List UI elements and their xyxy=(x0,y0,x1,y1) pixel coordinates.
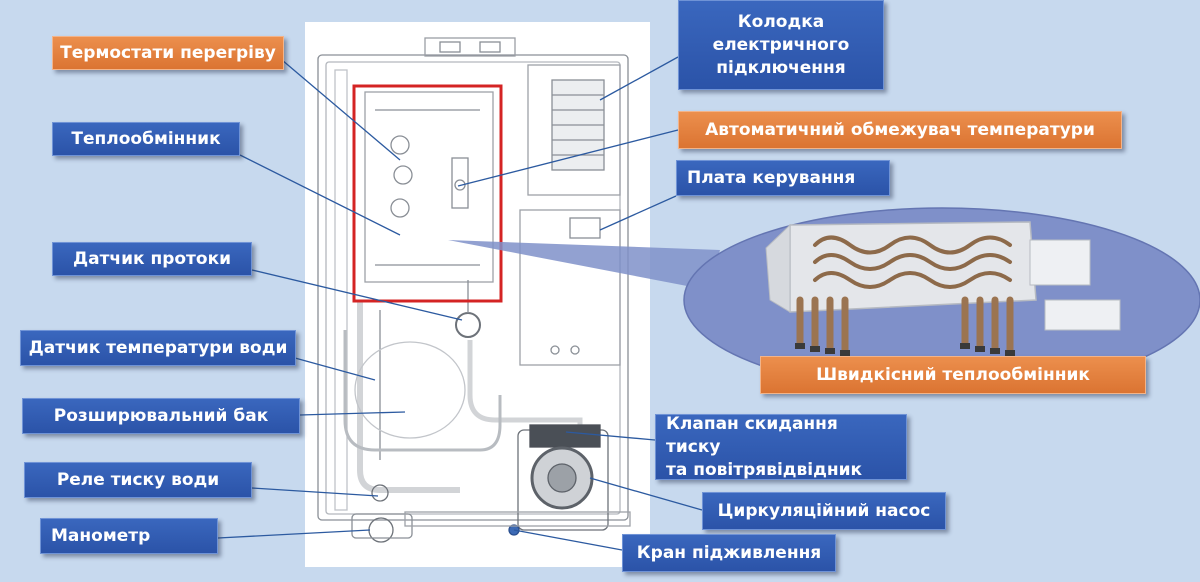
terminal-block-line-1: Колодка xyxy=(737,11,825,32)
label-relief-valve: Клапан скидання тиску та повітрявідвідни… xyxy=(655,414,907,480)
label-pressure-relay: Реле тиску води xyxy=(24,462,252,498)
label-heat-exchanger: Теплообмінник xyxy=(52,122,240,156)
label-control-board: Плата керування xyxy=(676,160,890,196)
relief-valve-line-2: та повітрявідвідник xyxy=(666,459,863,480)
leader-lines xyxy=(217,56,703,551)
label-flow-sensor: Датчик протоки xyxy=(52,242,252,276)
callout-tail xyxy=(448,240,720,290)
label-terminal-block: Колодка електричного підключення xyxy=(678,0,884,90)
label-expansion-tank: Розширювальний бак xyxy=(22,398,300,434)
label-fill-valve: Кран підживлення xyxy=(622,534,836,572)
label-circulation-pump: Циркуляційний насос xyxy=(702,492,946,530)
terminal-block-line-3: підключення xyxy=(716,57,846,78)
label-manometer: Манометр xyxy=(40,518,218,554)
fast-heat-exchanger-illustration xyxy=(765,221,1121,356)
terminal-block-line-2: електричного xyxy=(712,34,850,55)
label-temp-limiter: Автоматичний обмежувач температури xyxy=(678,111,1122,149)
label-fast-heat-exchanger: Швидкісний теплообмінник xyxy=(760,356,1146,394)
heat-exchanger-highlight xyxy=(352,84,503,303)
label-overheat-thermostats: Термостати перегріву xyxy=(52,36,284,70)
boiler-drawing xyxy=(317,37,631,543)
relief-valve-line-1: Клапан скидання тиску xyxy=(666,413,838,457)
label-water-temp-sensor: Датчик температури води xyxy=(20,330,296,366)
